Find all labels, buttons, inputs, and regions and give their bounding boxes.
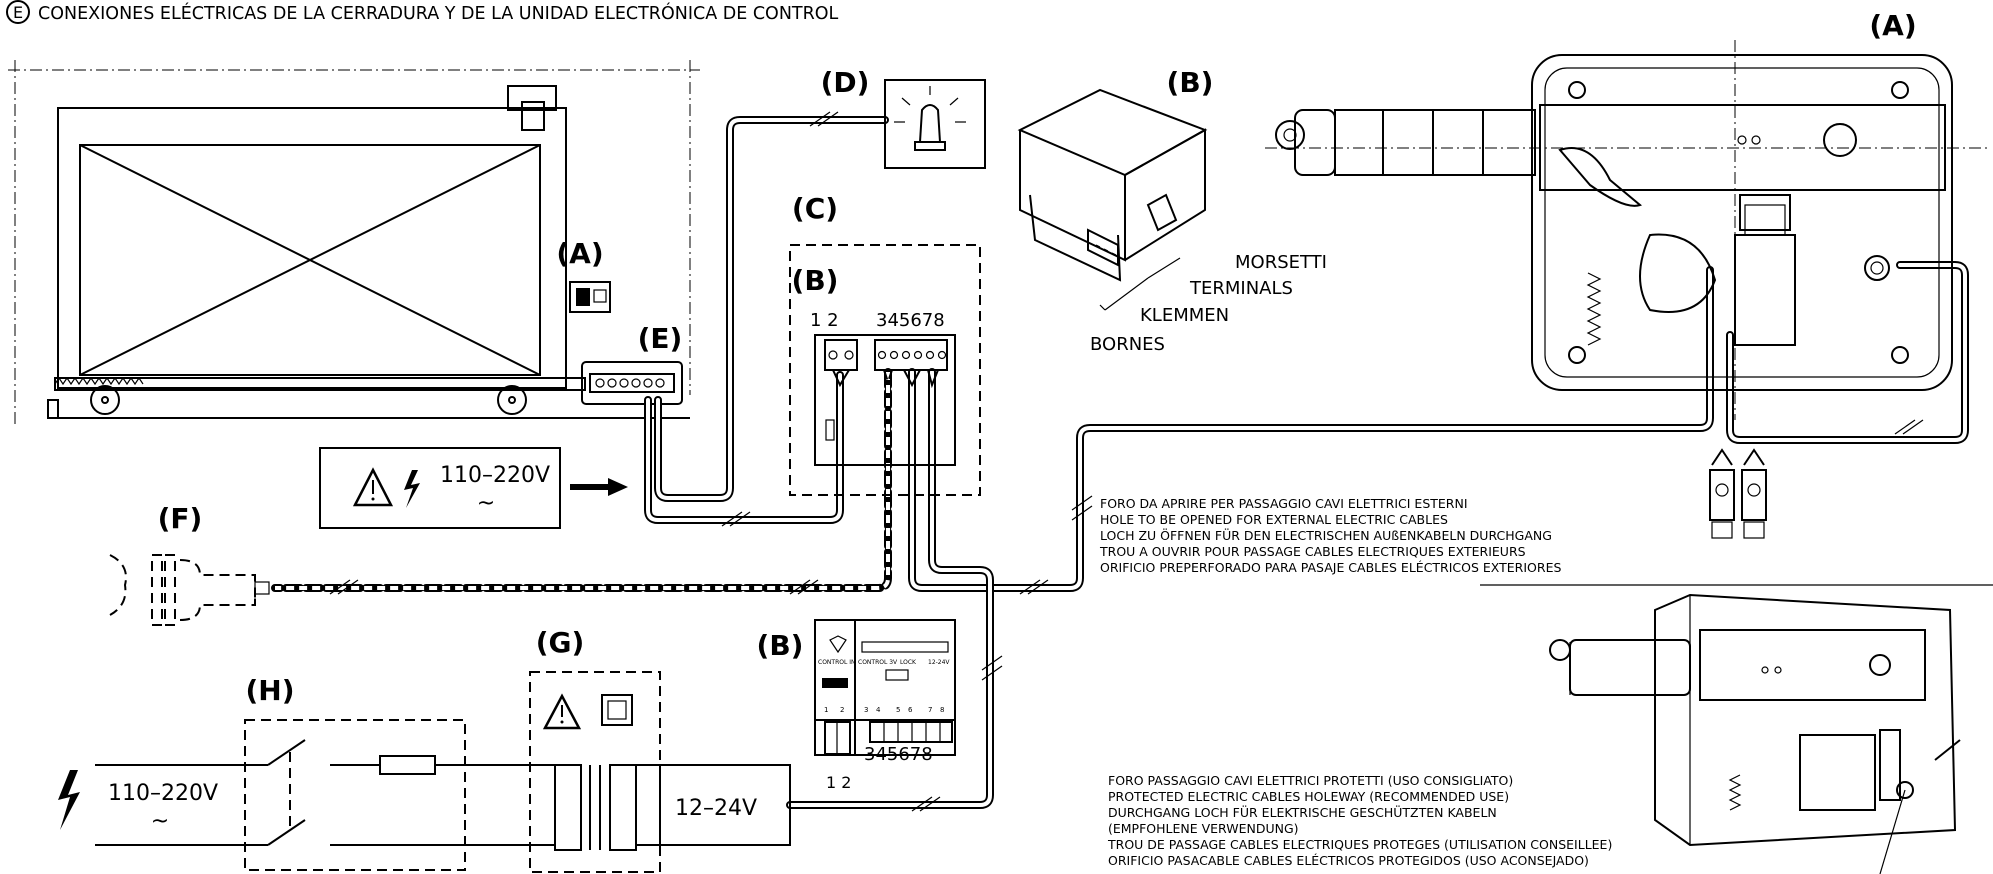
warning-ac-symbol: ~ <box>477 491 495 516</box>
terminal-name-en: TERMINALS <box>1189 278 1293 299</box>
warning-voltage: 110–220V <box>440 463 550 488</box>
lightning-icon <box>58 770 80 830</box>
label-h: (H) <box>245 674 294 707</box>
title-marker: E <box>13 3 23 22</box>
board-num-2: 2 <box>840 706 844 714</box>
low-voltage-label: 12–24V <box>675 796 757 821</box>
electric-lock-3d-view <box>1480 584 1993 874</box>
hole-note-de: LOCH ZU ÖFFNEN FÜR DEN ELECTRISCHEN AUßE… <box>1100 527 1552 543</box>
flashing-lamp-d <box>884 79 986 169</box>
board-numbers-bottom-left: 1 2 <box>826 773 851 792</box>
protected-note-de: DURCHGANG LOCH FÜR ELEKTRISCHE GESCHÜTZT… <box>1108 804 1497 820</box>
control-panel-b <box>814 334 956 466</box>
board-section-lock: LOCK <box>900 659 917 666</box>
arrow-right-icon <box>608 478 628 496</box>
board-num-3: 3 <box>864 706 868 714</box>
label-a-gate: (A) <box>556 237 603 270</box>
board-num-7: 7 <box>928 706 932 714</box>
label-f: (F) <box>158 502 203 535</box>
junction-box-b <box>1017 88 1208 311</box>
label-b-board: (B) <box>757 629 804 662</box>
hole-note-en: HOLE TO BE OPENED FOR EXTERNAL ELECTRIC … <box>1100 512 1448 527</box>
hole-note-es: ORIFICIO PREPERFORADO PARA PASAJE CABLES… <box>1100 560 1561 575</box>
board-num-1: 1 <box>824 706 828 714</box>
protected-note-en: PROTECTED ELECTRIC CABLES HOLEWAY (RECOM… <box>1108 789 1509 804</box>
label-g: (G) <box>536 626 585 659</box>
enclosure-c <box>789 244 981 496</box>
diagram-title: E CONEXIONES ELÉCTRICAS DE LA CERRADURA … <box>6 0 839 24</box>
hole-note: FORO DA APRIRE PER PASSAGGIO CAVI ELETTR… <box>1099 496 1561 575</box>
terminal-name-it: MORSETTI <box>1235 252 1327 273</box>
board-section-12-24v: 12-24V <box>928 659 950 666</box>
voltage-warning-box <box>319 447 628 529</box>
protected-note-it: FORO PASSAGGIO CAVI ELETTRICI PROTETTI (… <box>1108 773 1513 788</box>
terminal-name-de: KLEMMEN <box>1140 305 1229 326</box>
board-numbers-bottom-right: 345678 <box>864 744 933 765</box>
transformer-enclosure-g <box>529 671 661 873</box>
board-num-8: 8 <box>940 706 944 714</box>
board-num-4: 4 <box>876 706 881 714</box>
board-num-6: 6 <box>908 706 913 714</box>
terminal-name-fr: BORNES <box>1090 334 1165 355</box>
board-num-5: 5 <box>896 706 900 714</box>
board-section-control-in: CONTROL IN <box>818 659 855 666</box>
label-a-top: (A) <box>1869 9 1916 42</box>
label-c: (C) <box>792 192 838 225</box>
terminal-block-e <box>581 361 683 405</box>
protected-note-de-2: (EMPFOHLENE VERWENDUNG) <box>1108 821 1299 836</box>
label-b-panel: (B) <box>792 264 839 297</box>
label-b-box: (B) <box>1167 66 1214 99</box>
title-text: CONEXIONES ELÉCTRICAS DE LA CERRADURA Y … <box>38 2 839 24</box>
mains-ac-symbol: ~ <box>151 809 169 834</box>
label-e: (E) <box>638 322 683 355</box>
electric-lock-a <box>1265 40 1990 539</box>
board-section-control-3v: CONTROL 3V <box>858 659 898 666</box>
label-d: (D) <box>821 66 870 99</box>
hole-note-it: FORO DA APRIRE PER PASSAGGIO CAVI ELETTR… <box>1100 496 1468 511</box>
sliding-gate <box>8 60 700 425</box>
protected-note-fr: TROU DE PASSAGE CABLES ELECTRIQUES PROTE… <box>1107 837 1612 852</box>
panel-numbers-right: 345678 <box>876 310 945 331</box>
mains-voltage: 110–220V <box>108 781 218 806</box>
switch-enclosure-h <box>244 719 466 871</box>
lightning-icon <box>404 470 420 508</box>
low-voltage-box <box>659 764 791 846</box>
control-board-b <box>814 619 956 756</box>
protected-hole-note: FORO PASSAGGIO CAVI ELETTRICI PROTETTI (… <box>1107 773 1612 868</box>
protected-note-es: ORIFICIO PASACABLE CABLES ELÉCTRICOS PRO… <box>1108 853 1589 868</box>
cables <box>271 111 1969 812</box>
hole-note-fr: TROU A OUVRIR POUR PASSAGE CABLES ELECTR… <box>1099 544 1526 559</box>
transformer-g <box>542 693 637 851</box>
panel-numbers-left: 1 2 <box>810 310 839 331</box>
photocells-f <box>109 554 270 626</box>
